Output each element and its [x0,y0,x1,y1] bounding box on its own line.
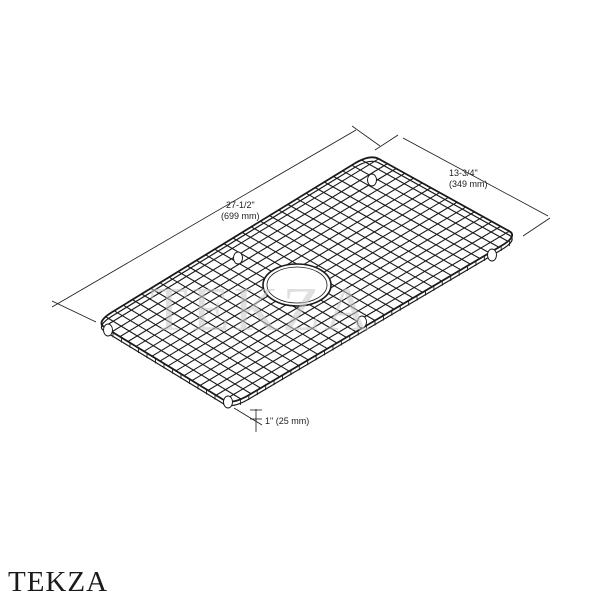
short-wire [305,192,452,276]
grid-frame [100,156,514,407]
length-extension-right [351,125,381,147]
short-wire [187,265,328,350]
width-dimension-line [402,137,549,217]
brand-logo-text: TEKZA [8,566,109,598]
short-wire [287,203,433,288]
short-wire [333,175,481,260]
short-wire [324,181,471,265]
bumper-foot [223,395,233,409]
bumper-foot [487,248,497,262]
watermark-text: TEKZA [150,276,373,344]
width-extension-bottom [522,217,551,237]
bumper-foot [367,173,377,187]
width-metric-label: (349 mm) [449,179,488,189]
short-wire [342,170,490,254]
short-wire [260,220,404,305]
short-wire [159,282,300,367]
short-wire [250,226,395,310]
bumper-foot [233,251,243,265]
short-wire [113,310,252,395]
short-wire [104,315,242,400]
short-wire [269,215,414,299]
short-wire [150,287,290,372]
height-label: 1" (25 mm) [265,416,309,426]
short-wire [296,198,443,282]
bumper-foot [357,315,367,329]
length-dimension-line [51,129,357,308]
short-wire [141,293,280,378]
short-wire [123,304,261,389]
short-wire [168,276,309,361]
width-extension-top [374,134,399,151]
length-extension-left [51,300,97,323]
short-wire [314,187,462,271]
drain-opening [262,263,332,307]
width-imperial-label: 13-3/4" [449,168,478,178]
grid-feet [103,173,497,409]
height-leader [233,407,263,426]
short-wire [177,271,319,355]
length-metric-label: (699 mm) [221,211,260,221]
grid-wires [103,158,510,401]
short-wire [196,259,338,344]
dimension-lines [51,125,551,432]
short-wire [278,209,423,293]
length-imperial-label: 27-1/2" [226,200,255,210]
bumper-foot [103,323,113,337]
short-wire [132,299,271,383]
short-wire [360,159,509,243]
